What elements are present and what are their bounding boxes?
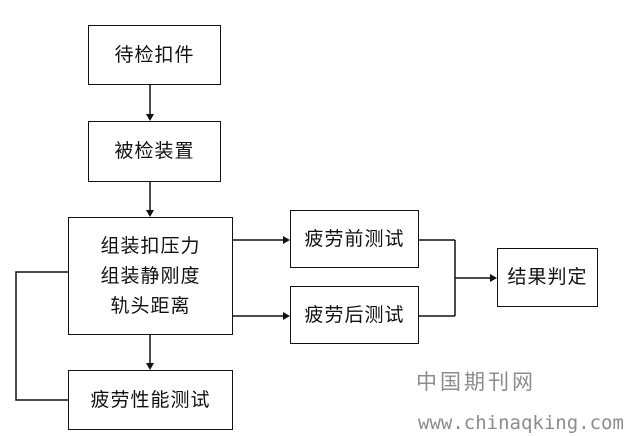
node-fastener-to-inspect: 待检扣件 [88, 25, 221, 85]
arrowhead-to-assembly [146, 210, 154, 217]
node-label: 结果判定 [507, 266, 588, 288]
edge-fatigue-loop-back [15, 271, 68, 401]
node-label: 疲劳性能测试 [90, 388, 211, 411]
node-assembly-checks: 组装扣压力 组装静刚度 轨头距离 [68, 217, 233, 335]
node-post-fatigue-test: 疲劳后测试 [290, 286, 419, 344]
watermark-url: www.chinaqking.com [418, 412, 624, 434]
node-inspection-device: 被检装置 [88, 121, 221, 182]
arrowhead-to-result [490, 274, 497, 282]
node-result-judgement: 结果判定 [497, 248, 598, 307]
node-label-static-stiffness: 组装静刚度 [100, 265, 201, 287]
arrowhead-to-device [146, 114, 154, 121]
node-label: 待检扣件 [114, 43, 195, 66]
node-pre-fatigue-test: 疲劳前测试 [290, 210, 419, 268]
watermark-name: 中国期刊网 [416, 370, 536, 394]
node-label: 疲劳前测试 [304, 227, 405, 250]
arrowhead-to-post-fatigue [283, 312, 290, 320]
node-label-clamping-force: 组装扣压力 [100, 235, 201, 257]
node-label: 被检装置 [114, 140, 195, 162]
node-label: 疲劳后测试 [304, 303, 405, 326]
node-fatigue-performance-test: 疲劳性能测试 [68, 370, 233, 430]
arrowhead-to-fatigue-performance [146, 363, 154, 370]
node-label-rail-head-distance: 轨头距离 [110, 295, 191, 317]
arrowhead-to-pre-fatigue [283, 236, 290, 244]
